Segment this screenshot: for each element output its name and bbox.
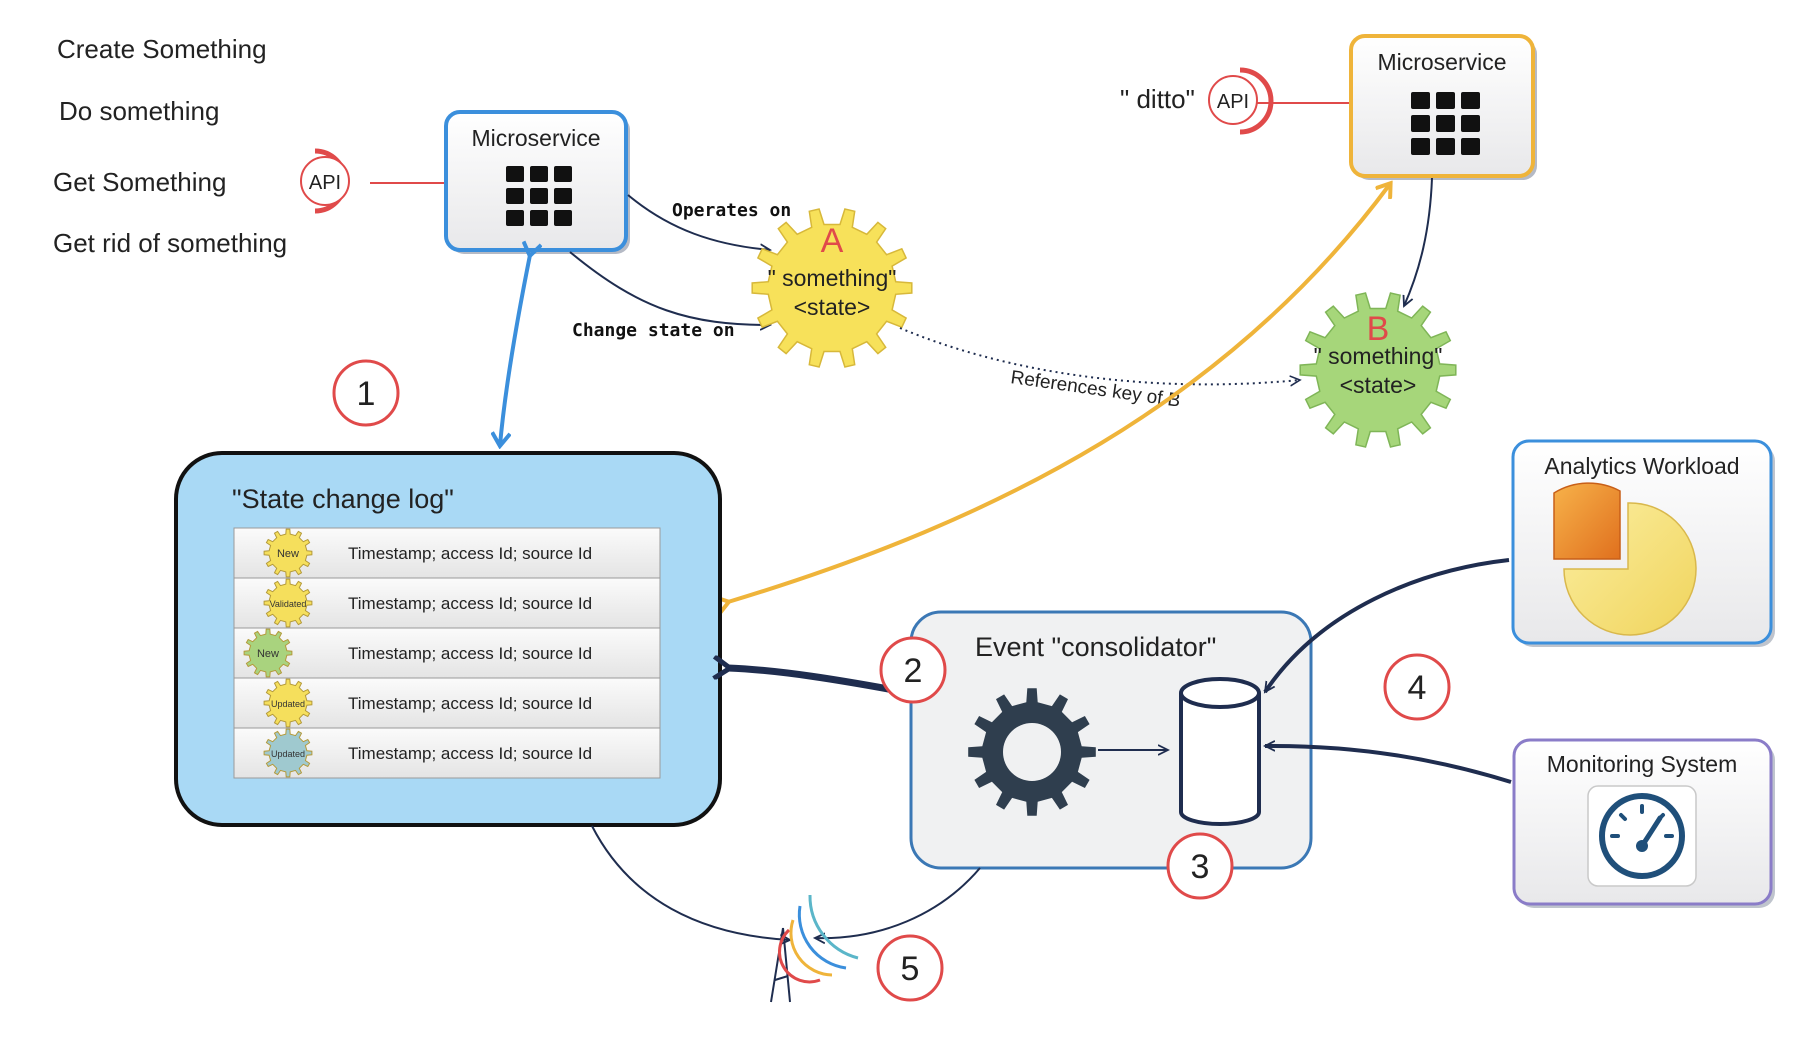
log-row-text: Timestamp; access Id; source Id: [348, 544, 592, 563]
monitoring-title: Monitoring System: [1547, 751, 1737, 777]
grid-icon: [506, 166, 572, 226]
edge-ditto-sync: [728, 184, 1390, 602]
edge-analytics-to-db: [1263, 558, 1510, 692]
edge-log-to-broadcast: [591, 825, 790, 940]
status-badge: [263, 678, 313, 728]
entity-a-gear: A " something" <state>: [751, 208, 913, 368]
step-marker-label: 5: [901, 950, 920, 988]
api-operations-list: Create Something Do something Get Someth…: [53, 34, 287, 258]
api-connector-left: API: [300, 148, 445, 214]
api-badge: [1208, 75, 1258, 125]
log-row: Validated Timestamp; access Id; source Id: [233, 577, 661, 629]
api-label-right: API: [1217, 91, 1249, 113]
ditto-label: " ditto": [1120, 84, 1195, 114]
microservice-right-label: Microservice: [1377, 49, 1506, 75]
status-badge-label: Updated: [271, 699, 305, 709]
edge-change-state-label: Change state on: [572, 320, 735, 341]
log-row: Updated Timestamp; access Id; source Id: [233, 727, 661, 779]
edge-references-label: References key of B: [1009, 367, 1181, 412]
edge-operates-label: Operates on: [672, 200, 791, 221]
microservice-left-label: Microservice: [471, 125, 600, 151]
status-badge-label: New: [277, 548, 299, 560]
entity-a-letter: A: [821, 222, 844, 260]
step-marker-label: 1: [357, 375, 376, 413]
microservice-right-group: " ditto" API Microservice: [1120, 34, 1537, 180]
gear-hub: [1003, 723, 1061, 781]
step-marker-label: 2: [904, 652, 923, 690]
api-label: API: [309, 172, 341, 194]
api-op-delete: Get rid of something: [53, 228, 287, 258]
edge-references: [899, 327, 1300, 384]
status-badge: [263, 528, 313, 578]
edge-log-sync: [500, 255, 530, 445]
log-row: Updated Timestamp; access Id; source Id: [233, 677, 661, 729]
step-marker-3: [1166, 832, 1234, 900]
api-op-do: Do something: [59, 96, 219, 126]
status-badge-label: Updated: [271, 749, 305, 759]
edge-consolidator-to-broadcast: [815, 867, 981, 938]
step-marker-label: 3: [1191, 848, 1210, 886]
log-row: New Timestamp; access Id; source Id: [233, 627, 661, 679]
entity-a-name: " something": [768, 265, 897, 291]
entity-b-state: <state>: [1340, 372, 1417, 398]
analytics-workload: Analytics Workload: [1511, 439, 1775, 647]
database-icon: [1179, 677, 1261, 826]
step-marker-1: [332, 359, 400, 427]
entity-b-gear: B " something" <state>: [1299, 292, 1457, 448]
edge-right-to-b: [1404, 177, 1433, 306]
log-row-text: Timestamp; access Id; source Id: [348, 744, 592, 763]
log-row-text: Timestamp; access Id; source Id: [348, 594, 592, 613]
api-badge: [300, 156, 350, 206]
edge-consolidator-to-log: [728, 668, 906, 696]
edge-change-state: [569, 251, 770, 325]
log-row-text: Timestamp; access Id; source Id: [348, 694, 592, 713]
microservice-left: Microservice: [444, 110, 630, 254]
grid-icon: [1411, 92, 1480, 155]
status-badge: [263, 728, 313, 778]
status-badge: [243, 628, 293, 678]
gauge-icon: [1587, 785, 1697, 887]
edge-monitoring-to-db: [1265, 746, 1512, 784]
entity-b-name: " something": [1314, 343, 1443, 369]
pie-chart-icon: [1553, 482, 1697, 636]
status-badge: [263, 578, 313, 628]
status-badge-label: Validated: [270, 599, 307, 609]
broadcast-antenna-icon: [770, 894, 859, 1003]
log-row-text: Timestamp; access Id; source Id: [348, 644, 592, 663]
entity-a-state: <state>: [794, 294, 871, 320]
consolidator-title: Event "consolidator": [975, 632, 1216, 662]
event-consolidator: Event "consolidator": [909, 610, 1313, 870]
step-marker-4: [1383, 653, 1451, 721]
step-marker-2: [879, 636, 947, 704]
step-marker-5: [876, 934, 944, 1002]
api-op-get: Get Something: [53, 167, 226, 197]
status-badge-label: New: [257, 648, 279, 660]
step-marker-label: 4: [1408, 669, 1427, 707]
monitoring-system: Monitoring System: [1512, 738, 1775, 908]
log-row: New Timestamp; access Id; source Id: [233, 527, 661, 579]
log-title: "State change log": [232, 484, 454, 514]
api-op-create: Create Something: [57, 34, 267, 64]
step-markers: 1 2 3 4 5: [332, 359, 1451, 1002]
analytics-title: Analytics Workload: [1544, 453, 1739, 479]
